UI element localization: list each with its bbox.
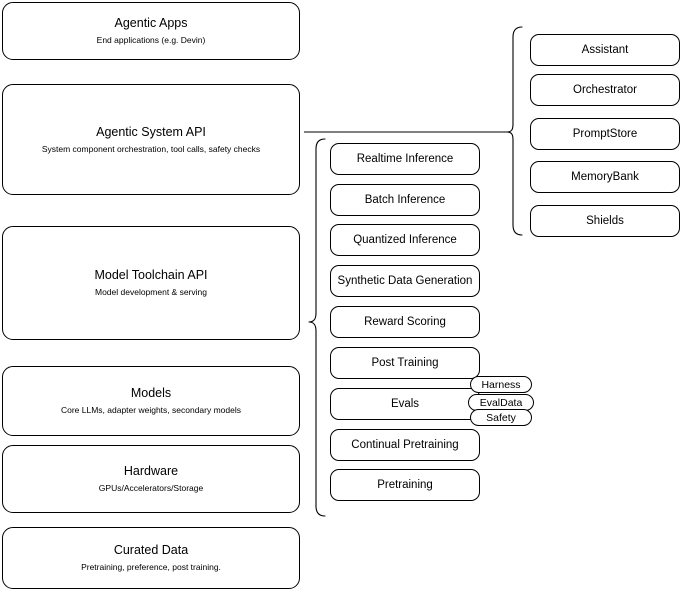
toolchain-component-realtime-inference[interactable]: Realtime Inference [330, 143, 480, 175]
system-component-assistant[interactable]: Assistant [530, 34, 680, 66]
toolchain-component-post-training[interactable]: Post Training [330, 347, 480, 379]
system-component-orchestrator[interactable]: Orchestrator [530, 74, 680, 106]
toolchain-component-batch-inference[interactable]: Batch Inference [330, 184, 480, 216]
toolchain-component-pretraining[interactable]: Pretraining [330, 469, 480, 501]
toolchain-component-continual-pretraining[interactable]: Continual Pretraining [330, 429, 480, 461]
layer-models-subtitle: Core LLMs, adapter weights, secondary mo… [60, 405, 241, 415]
layer-agentic-system-api-subtitle: System component orchestration, tool cal… [41, 143, 261, 154]
layer-hardware[interactable]: Hardware GPUs/Accelerators/Storage [2, 445, 300, 513]
layer-models[interactable]: Models Core LLMs, adapter weights, secon… [2, 366, 300, 436]
layer-model-toolchain-api[interactable]: Model Toolchain API Model development & … [2, 226, 300, 340]
eval-subcomponent-safety[interactable]: Safety [470, 409, 532, 426]
system-component-shields[interactable]: Shields [530, 205, 680, 237]
layer-models-title: Models [130, 386, 172, 400]
toolchain-component-reward-scoring[interactable]: Reward Scoring [330, 306, 480, 338]
toolchain-component-quantized-inference[interactable]: Quantized Inference [330, 224, 480, 256]
layer-agentic-apps[interactable]: Agentic Apps End applications (e.g. Devi… [2, 2, 300, 60]
layer-hardware-subtitle: GPUs/Accelerators/Storage [98, 483, 204, 493]
eval-subcomponent-harness[interactable]: Harness [470, 376, 532, 393]
layer-model-toolchain-api-title: Model Toolchain API [94, 268, 208, 282]
toolchain-component-evals[interactable]: Evals [330, 388, 480, 420]
layer-curated-data-subtitle: Pretraining, preference, post training. [81, 562, 221, 572]
layer-model-toolchain-api-subtitle: Model development & serving [95, 287, 207, 297]
layer-agentic-apps-title: Agentic Apps [114, 16, 188, 30]
layer-agentic-system-api[interactable]: Agentic System API System component orch… [2, 84, 300, 195]
eval-subcomponent-evaldata[interactable]: EvalData [468, 394, 534, 411]
layer-hardware-title: Hardware [123, 464, 179, 478]
toolchain-component-synthetic-data-generation[interactable]: Synthetic Data Generation [330, 265, 480, 297]
system-component-memorybank[interactable]: MemoryBank [530, 161, 680, 193]
layer-agentic-apps-subtitle: End applications (e.g. Devin) [96, 35, 206, 45]
system-component-promptstore[interactable]: PromptStore [530, 118, 680, 150]
layer-curated-data[interactable]: Curated Data Pretraining, preference, po… [2, 527, 300, 589]
layer-agentic-system-api-title: Agentic System API [96, 124, 206, 139]
layer-curated-data-title: Curated Data [113, 543, 189, 557]
